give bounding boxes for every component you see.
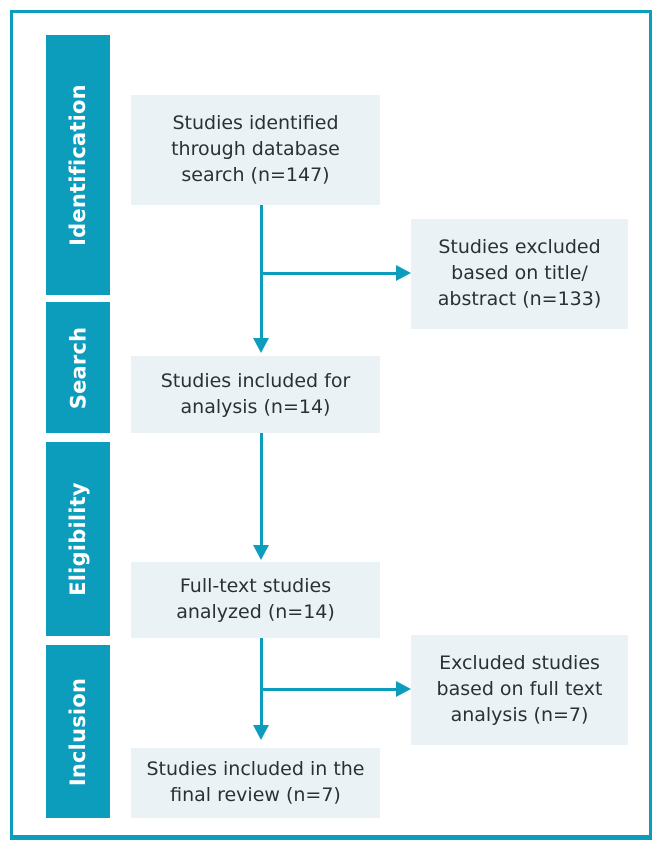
connector-identified-to-excluded-line — [262, 272, 397, 275]
box-studies-included-for-analysis: Studies included for analysis (n=14) — [131, 356, 380, 433]
box-studies-identified: Studies identified through database sear… — [131, 95, 380, 205]
connector-included-to-fulltext-arrow — [253, 545, 269, 560]
connector-fulltext-to-excluded-line — [262, 688, 397, 691]
connector-fulltext-to-final-arrow — [253, 725, 269, 740]
stage-band-inclusion-label: Inclusion — [66, 677, 90, 786]
stage-band-search-label: Search — [66, 326, 90, 409]
box-studies-included-final-review: Studies included in the final review (n=… — [131, 748, 380, 818]
stage-band-inclusion: Inclusion — [46, 645, 110, 818]
connector-included-to-fulltext-line — [260, 432, 263, 547]
stage-band-identification-label: Identification — [66, 84, 90, 246]
connector-identified-to-included-arrow — [253, 338, 269, 353]
stage-band-search: Search — [46, 302, 110, 433]
stage-band-eligibility-label: Eligibility — [66, 482, 90, 596]
diagram-frame-bottom-rule — [10, 835, 652, 840]
stage-band-eligibility: Eligibility — [46, 442, 110, 636]
stage-band-identification: Identification — [46, 35, 110, 295]
connector-identified-to-excluded-arrow — [396, 265, 411, 281]
connector-fulltext-to-excluded-arrow — [396, 681, 411, 697]
box-full-text-studies-analyzed: Full-text studies analyzed (n=14) — [131, 562, 380, 638]
box-studies-excluded-title-abstract: Studies excluded based on title/ abstrac… — [411, 219, 628, 329]
box-excluded-studies-full-text: Excluded studies based on full text anal… — [411, 635, 628, 745]
connector-identified-to-included-line — [260, 205, 263, 338]
connector-fulltext-to-final-line — [260, 637, 263, 730]
